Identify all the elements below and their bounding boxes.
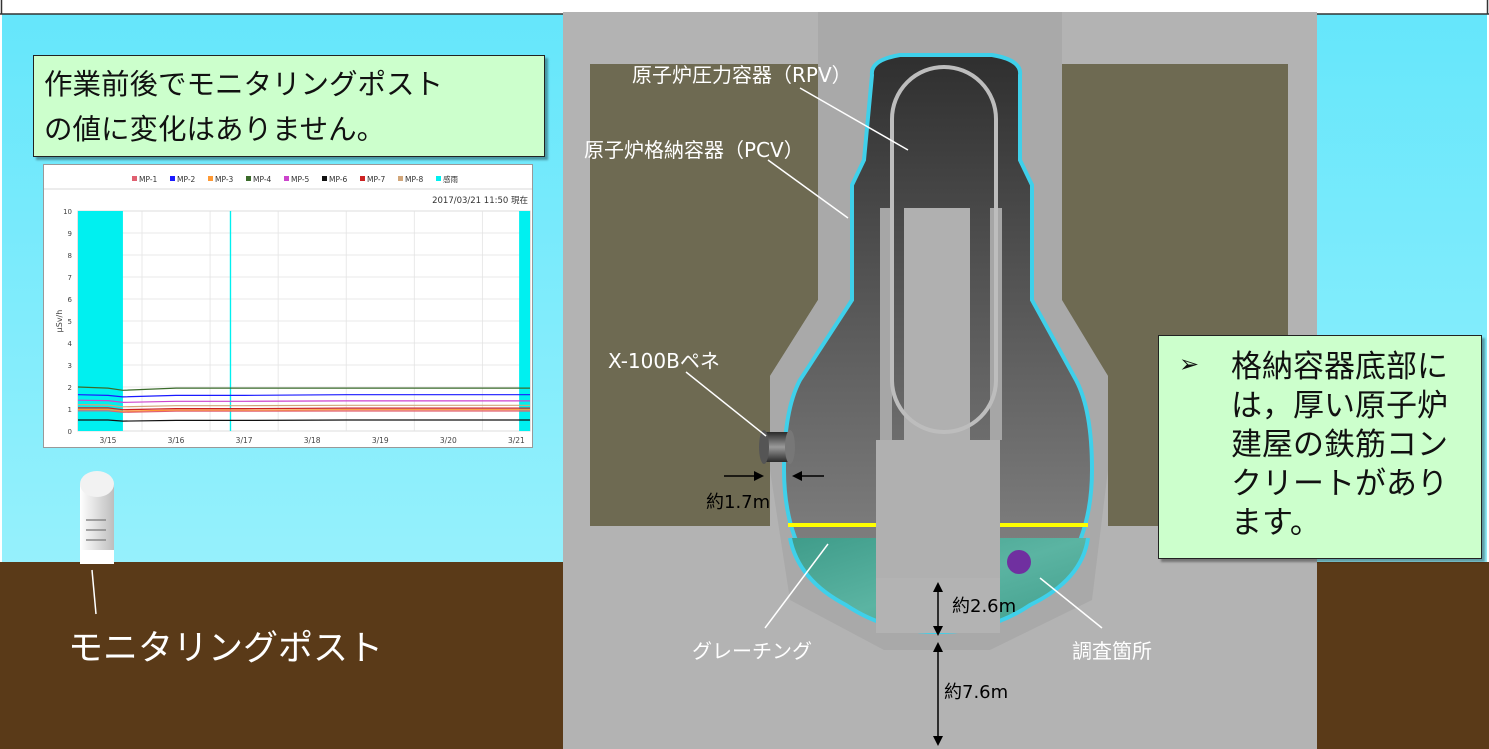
series-line [78, 408, 530, 412]
legend-label: MP-4 [253, 175, 272, 184]
monitoring-post-chart: MP-1 MP-2 MP-3 MP-4 MP-5 MP-6 MP-7 MP-8 感雨 2017/0… [43, 164, 551, 448]
monitoring-note-line1: 作業前後でモニタリングポスト [44, 68, 444, 101]
label-monitoring-post: モニタリングポスト [68, 629, 384, 669]
chart-timestamp: 2017/03/21 11:50 現在 [432, 195, 528, 206]
legend-swatch [360, 176, 365, 181]
y-tick-label: 7 [68, 274, 72, 282]
legend-label: MP-1 [139, 175, 158, 184]
survey-point-marker [1007, 550, 1031, 574]
y-axis-label: μSv/h [55, 310, 64, 333]
rain-bar [229, 211, 232, 431]
legend-swatch [398, 176, 403, 181]
legend-label: MP-6 [329, 175, 348, 184]
y-tick-label: 9 [68, 230, 72, 238]
y-tick-label: 0 [68, 428, 72, 436]
rain-bar [78, 211, 123, 431]
y-tick-label: 3 [68, 362, 72, 370]
series-line [78, 407, 530, 411]
legend-swatch [246, 176, 251, 181]
legend-swatch [170, 176, 175, 181]
pcv-bottom-note-text: 格納容器底部には，厚い原子炉建屋の鉄筋コンクリートがあります。 [1231, 349, 1448, 541]
chart-svg: MP-1 MP-2 MP-3 MP-4 MP-5 MP-6 MP-7 MP-8 感雨 2017/0… [44, 174, 551, 445]
series-line [78, 419, 530, 422]
building-block-left [590, 64, 818, 526]
pcv-bottom-note-callout: ➢ 格納容器底部には，厚い原子炉建屋の鉄筋コンクリートがあります。 [1158, 335, 1482, 559]
bullet-arrow-icon: ➢ [1179, 350, 1200, 378]
series-line [77, 394, 530, 398]
label-dim-base: 約7.6m [944, 682, 1008, 703]
legend-swatch [322, 176, 327, 181]
y-tick-label: 4 [68, 340, 73, 348]
rpv [890, 65, 998, 434]
monitoring-note-line2: の値に変化はありません。 [44, 113, 386, 146]
label-grating: グレーチング [692, 639, 812, 663]
label-dim-pedestal: 約2.6m [952, 596, 1016, 617]
label-rpv: 原子炉圧力容器（RPV） [632, 63, 852, 87]
legend-label: MP-5 [291, 175, 310, 184]
y-tick-label: 1 [68, 406, 72, 414]
x-tick-label: 3/16 [168, 436, 185, 445]
top-frame [0, 0, 1489, 14]
label-pcv: 原子炉格納容器（PCV） [584, 138, 804, 162]
legend-swatch [132, 176, 137, 181]
monitoring-note-callout: 作業前後でモニタリングポスト の値に変化はありません。 [33, 55, 545, 157]
legend-swatch [208, 176, 213, 181]
x-tick-label: 3/20 [440, 436, 457, 445]
series-line [78, 410, 530, 413]
y-tick-label: 10 [63, 208, 72, 216]
label-dim-wall: 約1.7m [706, 492, 770, 513]
y-tick-label: 2 [68, 384, 72, 392]
monitoring-post-icon [80, 471, 114, 564]
legend-label: MP-2 [177, 175, 196, 184]
series-line [77, 386, 530, 391]
series-line [77, 399, 530, 404]
x-tick-label: 3/15 [100, 436, 117, 445]
legend-label: MP-8 [405, 175, 424, 184]
y-tick-label: 5 [68, 318, 72, 326]
x-tick-label: 3/18 [304, 436, 321, 445]
label-penetration: X-100Bペネ [608, 349, 720, 373]
x-tick-label: 3/17 [236, 436, 253, 445]
series-line [77, 404, 530, 408]
pedestal [876, 208, 1000, 630]
label-survey-point: 調査箇所 [1072, 639, 1152, 663]
legend-label: MP-3 [215, 175, 234, 184]
x-tick-label: 3/21 [508, 436, 525, 445]
legend-label: 感雨 [443, 174, 458, 184]
rain-bar [519, 211, 530, 431]
y-tick-label: 6 [68, 296, 73, 304]
legend-label: MP-7 [367, 175, 386, 184]
x-tick-label: 3/19 [372, 436, 389, 445]
y-tick-label: 8 [68, 252, 72, 260]
legend-swatch [284, 176, 289, 181]
legend-swatch [436, 176, 441, 181]
